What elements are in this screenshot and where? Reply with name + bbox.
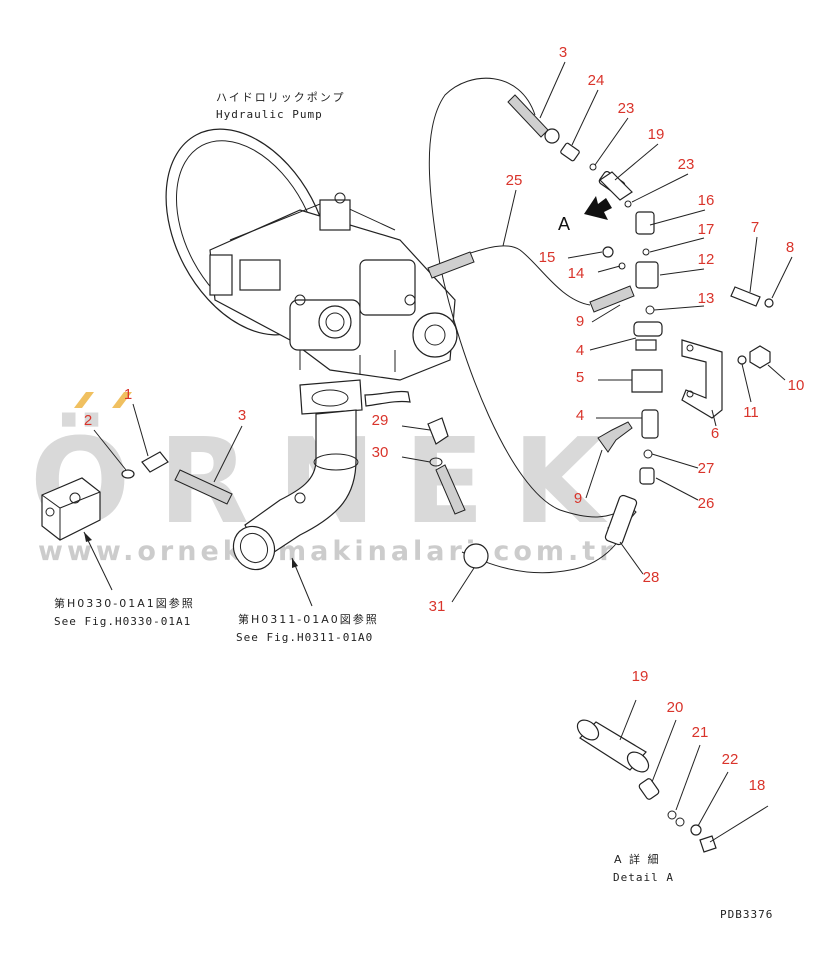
callout-c24: 24 — [588, 72, 605, 89]
leader-c1 — [132, 403, 149, 457]
callout-c1: 1 — [124, 386, 132, 403]
leader-c3a — [539, 61, 566, 119]
callout-c23b: 23 — [678, 156, 695, 173]
leader-c22 — [697, 771, 729, 827]
callout-c26: 26 — [698, 495, 715, 512]
leader-c2 — [93, 429, 127, 471]
drawing-code: PDB3376 — [720, 908, 773, 921]
callout-c14: 14 — [568, 265, 585, 282]
callout-c4b: 4 — [576, 407, 584, 424]
callout-c21: 21 — [692, 724, 709, 741]
leader-c6 — [711, 409, 717, 427]
manifold-block — [41, 451, 169, 541]
detail-a-jp: A 詳 細 — [614, 852, 661, 866]
callout-c9a: 9 — [576, 313, 584, 330]
bracket-6 — [681, 286, 774, 419]
fitting-19-small — [599, 171, 633, 201]
hose-fittings — [174, 94, 637, 569]
callout-c15: 15 — [539, 249, 556, 266]
hose-25 — [428, 77, 591, 306]
callout-c11: 11 — [743, 404, 759, 421]
leader-c26 — [655, 477, 699, 501]
callout-c13: 13 — [698, 290, 715, 307]
pump-label-jp: ハイドロリックポンプ — [216, 91, 345, 104]
leader-c30 — [401, 456, 431, 463]
ref-mid-arrow-icon — [292, 558, 298, 568]
callout-c2: 2 — [84, 412, 92, 429]
callout-c3b: 3 — [238, 407, 246, 424]
leader-c20 — [651, 719, 677, 783]
leader-c8 — [771, 256, 793, 299]
callout-c16: 16 — [698, 192, 715, 209]
leader-c10 — [767, 364, 786, 381]
leader-c11 — [741, 363, 752, 403]
leader-c7 — [749, 236, 758, 293]
callout-c22: 22 — [722, 751, 739, 768]
callout-c8: 8 — [786, 239, 794, 256]
view-a-marker: A — [558, 214, 570, 234]
hose-25-return — [439, 264, 631, 518]
detail-a-en: Detail A — [613, 871, 674, 884]
leader-c18 — [709, 805, 769, 843]
callout-c29: 29 — [372, 412, 389, 429]
leader-c27 — [651, 453, 699, 469]
ref-mid-jp: 第H0311-01A0図参照 — [238, 612, 379, 626]
ref-mid-en: See Fig.H0311-01A0 — [236, 631, 373, 644]
watermark-accent-icon — [74, 392, 132, 408]
callout-c30: 30 — [372, 444, 389, 461]
leader-c31 — [451, 567, 475, 603]
callout-c3a: 3 — [559, 44, 567, 61]
callout-c9b: 9 — [574, 490, 582, 507]
callout-c17: 17 — [698, 221, 715, 238]
leader-c9a — [591, 304, 621, 323]
leader-c25 — [502, 189, 517, 247]
leader-c29 — [401, 425, 431, 431]
suction-pipe — [232, 379, 411, 571]
fittings-29-30 — [427, 417, 449, 467]
callout-c28: 28 — [643, 569, 660, 586]
leader-c12 — [659, 268, 705, 276]
leader-c19b — [619, 699, 637, 741]
callout-c6: 6 — [711, 425, 719, 442]
leader-c21 — [675, 744, 701, 811]
leader-c24 — [571, 89, 599, 146]
ref-left-jp: 第H0330-01A1図参照 — [54, 596, 195, 610]
callout-c10: 10 — [788, 377, 805, 394]
view-a-arrow-icon — [584, 196, 612, 220]
leader-c23a — [594, 117, 629, 166]
ref-left-leader — [83, 531, 113, 591]
leader-c13 — [653, 305, 705, 311]
leader-c28 — [619, 541, 644, 575]
callout-c25: 25 — [506, 172, 523, 189]
callout-c31: 31 — [429, 598, 446, 615]
leader-c23b — [631, 173, 689, 203]
callout-c23a: 23 — [618, 100, 635, 117]
callout-c7: 7 — [751, 219, 759, 236]
callout-c27: 27 — [698, 460, 715, 477]
leader-c9b — [585, 449, 603, 499]
leader-c4a — [589, 337, 637, 351]
leader-c14 — [597, 265, 621, 273]
callout-c18: 18 — [749, 777, 766, 794]
callout-c5: 5 — [576, 369, 584, 386]
leader-c17 — [649, 237, 705, 253]
ref-left-arrow-icon — [84, 532, 92, 542]
hydraulic-pump — [165, 128, 458, 381]
callout-c4a: 4 — [576, 342, 584, 359]
watermark-url: www.ornekismakinalari.com.tr — [38, 536, 617, 567]
ref-left-en: See Fig.H0330-01A1 — [54, 615, 191, 628]
callout-c20: 20 — [667, 699, 684, 716]
leader-c15 — [567, 251, 603, 259]
callout-c12: 12 — [698, 251, 715, 268]
leader-c3b — [213, 425, 243, 483]
detail-a-parts — [576, 719, 717, 853]
callout-leaders — [93, 61, 793, 843]
callout-c19a: 19 — [648, 126, 665, 143]
pump-label-en: Hydraulic Pump — [216, 108, 323, 121]
callout-c19b: 19 — [632, 668, 649, 685]
leader-c16 — [649, 209, 706, 226]
leader-c19a — [614, 143, 659, 181]
